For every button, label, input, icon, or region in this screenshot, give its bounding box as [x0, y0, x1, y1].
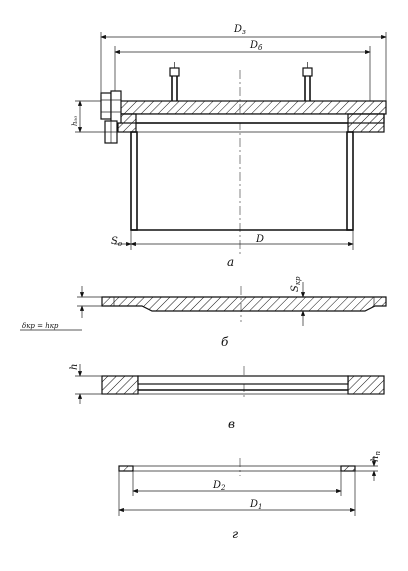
dim-h00: h₀₀ — [71, 100, 118, 133]
dim-bolt-diameter: Dб — [114, 40, 371, 101]
caption-b: б — [221, 335, 229, 349]
dim-inner-diameter: D — [130, 230, 354, 250]
dim-Skr: Sкр — [290, 276, 306, 326]
label-delta-kr: δкр = hкр — [22, 322, 59, 330]
dim-D2: D2 — [132, 471, 342, 496]
lifting-lug-left — [169, 62, 180, 101]
dim-outer-diameter: Dз — [100, 24, 387, 101]
label-D2: D2 — [212, 480, 226, 492]
flange-plate — [117, 113, 385, 124]
bolt-head-left — [100, 92, 112, 120]
bolt-nut-left — [110, 90, 122, 124]
cover-plate-profile — [101, 296, 387, 312]
dim-h: h — [69, 364, 102, 404]
label-h00: h₀₀ — [71, 116, 79, 126]
label-Db: Dб — [249, 40, 263, 52]
label-D: D — [255, 234, 264, 245]
view-v-flange: h в — [69, 364, 385, 431]
label-Dn: Dз — [233, 24, 246, 36]
caption-a: а — [227, 255, 234, 269]
flange-left-profile — [101, 375, 139, 395]
flange-right-profile — [347, 375, 385, 395]
dim-hn: hп — [355, 451, 382, 481]
shell — [130, 131, 354, 231]
label-D1: D1 — [249, 499, 263, 511]
gasket-right — [340, 465, 356, 472]
label-h: h — [69, 364, 80, 370]
view-g-gasket: hп D2 D1 г — [118, 451, 382, 541]
label-S0: So — [111, 236, 122, 248]
caption-v: в — [228, 417, 235, 431]
view-a-assembly: Dз Dб h₀₀ D So а — [71, 24, 387, 269]
flange-right-section — [347, 113, 385, 133]
view-b-cover: Sкр δкр = hкр б — [20, 276, 387, 349]
label-hn: hп — [370, 451, 382, 462]
cover-plate — [111, 100, 387, 115]
gasket-left — [118, 465, 134, 472]
dim-S0: So — [111, 236, 132, 248]
dim-delta-kr: δкр = hкр — [20, 286, 102, 331]
dim-D1: D1 — [118, 471, 356, 516]
caption-g: г — [232, 527, 238, 541]
label-Skr: Sкр — [290, 276, 302, 292]
lifting-lug-right — [302, 62, 313, 101]
